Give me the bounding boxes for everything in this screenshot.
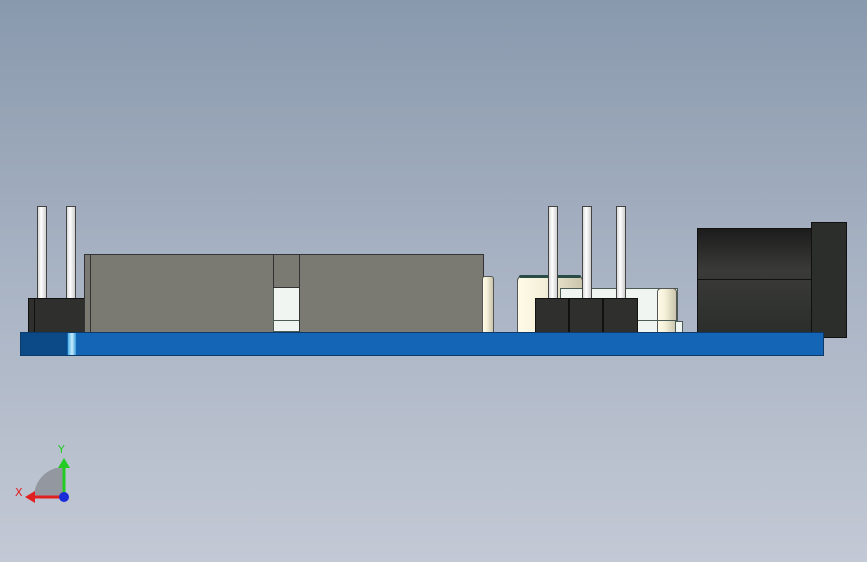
dc-jack-seam bbox=[697, 279, 813, 280]
pcb-board bbox=[20, 332, 824, 356]
triad-graphic bbox=[25, 458, 70, 503]
grey-module-left bbox=[84, 254, 276, 333]
right-header-pin-1 bbox=[548, 206, 558, 300]
pcb-board-dark-end bbox=[21, 333, 67, 355]
triad-z-axis bbox=[59, 492, 69, 502]
middle-white-part bbox=[273, 287, 301, 332]
grey-module-right bbox=[299, 254, 484, 333]
middle-white-line bbox=[273, 320, 301, 321]
pcb-board-highlight bbox=[68, 333, 76, 355]
triad-y-arrow bbox=[58, 458, 70, 468]
coordinate-triad: Y X bbox=[14, 440, 78, 510]
right-header-body-3 bbox=[603, 298, 638, 333]
triad-y-label: Y bbox=[58, 443, 65, 456]
dc-jack-body bbox=[697, 228, 813, 333]
dc-jack-flange bbox=[811, 222, 847, 338]
right-header-body-1 bbox=[535, 298, 569, 333]
right-header-pin-3 bbox=[616, 206, 626, 300]
grey-module-left-edge bbox=[90, 254, 91, 333]
middle-grey-top bbox=[273, 254, 301, 288]
triad-x-label: X bbox=[15, 486, 23, 499]
right-header-body-2 bbox=[569, 298, 603, 333]
right-white-cylinder bbox=[657, 288, 677, 333]
right-header-pin-2 bbox=[582, 206, 592, 300]
left-header-body bbox=[28, 298, 86, 333]
small-cylinder bbox=[482, 276, 494, 333]
triad-arc bbox=[34, 467, 64, 497]
left-header-divider bbox=[34, 298, 35, 333]
left-header-pin-1 bbox=[37, 206, 47, 300]
left-header-pin-2 bbox=[66, 206, 76, 300]
triad-x-arrow bbox=[25, 491, 35, 503]
